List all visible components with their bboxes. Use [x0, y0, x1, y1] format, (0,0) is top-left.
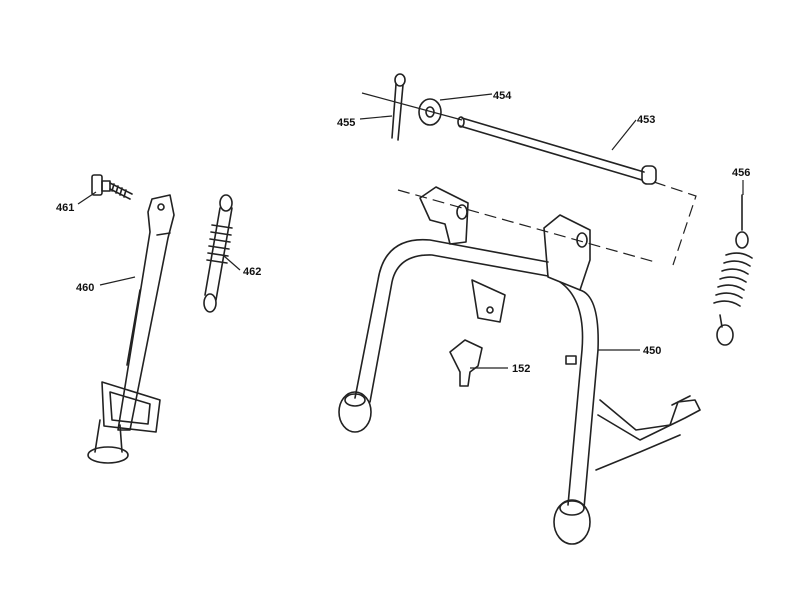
mount-dashed-line	[397, 181, 697, 266]
label-456: 456	[732, 167, 750, 179]
label-450: 450	[643, 345, 661, 357]
leader-lines	[77, 93, 744, 369]
label-462: 462	[243, 266, 261, 278]
side-stand-460	[87, 194, 175, 464]
spring-456	[713, 194, 753, 346]
label-152: 152	[512, 363, 530, 375]
spring-462	[203, 194, 233, 313]
stopper-152	[449, 339, 483, 387]
label-455: 455	[337, 117, 355, 129]
washer-454	[418, 98, 442, 126]
main-stand-450	[338, 186, 701, 545]
shaft-453	[457, 116, 657, 185]
label-461: 461	[56, 202, 74, 214]
cotter-pin-455	[391, 73, 406, 141]
axis-line	[361, 92, 463, 121]
bolt-461	[91, 174, 133, 200]
label-460: 460	[76, 282, 94, 294]
label-453: 453	[637, 114, 655, 126]
label-454: 454	[493, 90, 512, 102]
